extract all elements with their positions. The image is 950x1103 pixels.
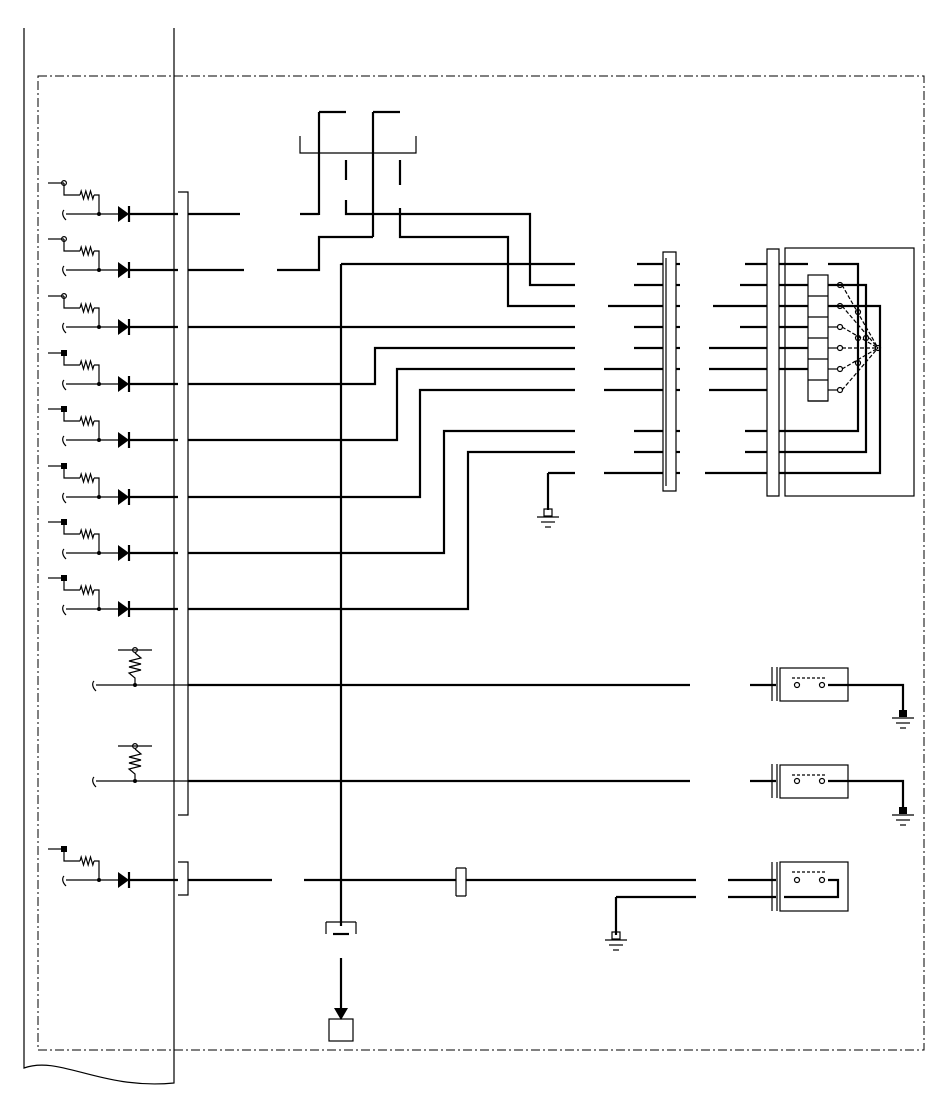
wiring-harness — [188, 200, 776, 935]
top-junction-connector — [299, 110, 417, 237]
diode-icon — [118, 545, 129, 561]
inline-connector — [455, 867, 467, 897]
connector-block-b — [766, 247, 915, 497]
switch-contact — [836, 344, 844, 352]
ground-symbols — [537, 508, 914, 951]
resistor — [79, 188, 95, 202]
vertical-trunk — [325, 264, 357, 1042]
relay-box-2 — [771, 764, 905, 810]
ground-icon — [605, 931, 627, 951]
diode-icon — [118, 319, 129, 335]
switch-contact — [836, 386, 844, 394]
input-circuit-2 — [48, 236, 178, 278]
switch-contact — [836, 323, 844, 331]
diode-icon — [118, 432, 129, 448]
switch-assembly — [779, 262, 882, 475]
input-circuit-4 — [48, 350, 178, 392]
input-circuit-1 — [48, 180, 178, 222]
resistor — [79, 854, 95, 868]
input-circuit-8 — [48, 575, 178, 617]
ground-icon — [537, 508, 559, 528]
connector-block-a — [662, 251, 677, 492]
input-circuits — [48, 180, 178, 888]
ground-icon — [892, 807, 914, 826]
input-circuit-7 — [48, 519, 178, 561]
resistor — [79, 471, 95, 485]
switch-contact — [836, 365, 844, 373]
diode-icon — [118, 376, 129, 392]
connector-row-wires — [604, 262, 767, 475]
main-connector — [178, 191, 189, 816]
lower-connector — [178, 861, 189, 896]
diode-icon — [118, 262, 129, 278]
input-circuit-9 — [48, 846, 178, 888]
resistor — [79, 358, 95, 372]
coil-resistor — [127, 748, 143, 781]
resistor — [79, 583, 95, 597]
diode-icon — [118, 872, 129, 888]
resistor — [79, 414, 95, 428]
ground-icon — [892, 710, 914, 729]
resistor-group-2 — [92, 742, 188, 788]
input-circuit-3 — [48, 293, 178, 335]
enclosure-border — [37, 75, 925, 1051]
diode-icon — [118, 206, 129, 222]
coil-resistor — [127, 652, 143, 685]
resistor-group-1 — [92, 646, 188, 692]
resistor — [79, 301, 95, 315]
diode-icon — [118, 601, 129, 617]
relay-box-3 — [771, 861, 849, 912]
diode-icon — [118, 489, 129, 505]
input-circuit-6 — [48, 463, 178, 505]
terminal-unit — [328, 1018, 354, 1042]
resistor — [79, 244, 95, 258]
resistor — [79, 527, 95, 541]
resistor-groups — [92, 646, 188, 788]
control-unit-outline — [23, 28, 175, 1085]
input-circuit-5 — [48, 406, 178, 448]
relay-box-1 — [771, 667, 905, 712]
